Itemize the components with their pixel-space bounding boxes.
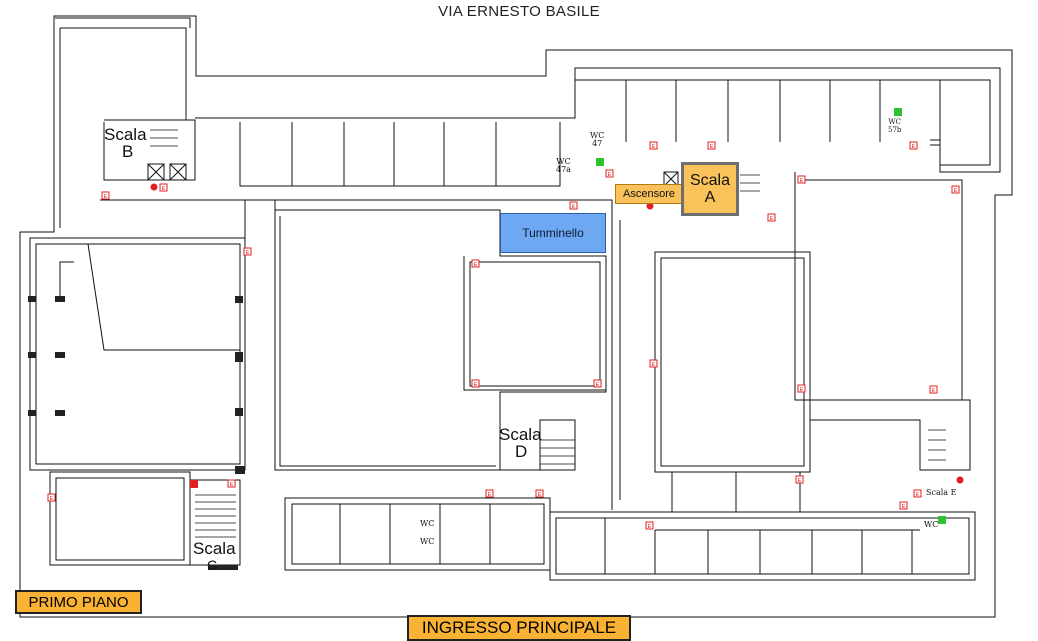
stair-b-letter: B	[122, 142, 134, 161]
wc-east-label: WC	[924, 520, 939, 529]
stair-d-word: Scala	[499, 425, 542, 444]
wc-57b-number: 57b	[888, 126, 902, 134]
first-aid-markers	[596, 108, 946, 524]
exit-marker-letter: E	[800, 178, 804, 184]
exit-marker-letter: E	[912, 144, 916, 150]
exit-marker-letter: E	[596, 382, 600, 388]
exit-marker-letter: E	[608, 172, 612, 178]
stair-hatching	[150, 129, 946, 538]
exit-markers: E E E E E E E E E E E E E E E E E E E E …	[47, 141, 960, 530]
exit-marker-letter: E	[488, 492, 492, 498]
wc-47-label: WC 47	[590, 132, 604, 148]
wc-47a-label: WC 47a	[556, 158, 571, 174]
elevator-ascensore[interactable]: Ascensore	[615, 184, 683, 204]
wc-south-1-label: WC	[420, 519, 435, 528]
stair-a-word: Scala	[689, 172, 731, 189]
stair-b-label: Scala B	[104, 126, 147, 160]
building-outline	[19, 15, 1013, 618]
exit-marker-letter: E	[572, 204, 576, 210]
wall-pillars	[28, 296, 245, 570]
exit-marker-letter: E	[770, 216, 774, 222]
elevator-shafts	[147, 163, 679, 187]
street-label: VIA ERNESTO BASILE	[438, 3, 600, 20]
exit-marker-letter: E	[800, 387, 804, 393]
exit-marker-letter: E	[50, 496, 54, 502]
wc-47a-text: WC	[556, 157, 571, 166]
exit-marker-letter: E	[652, 362, 656, 368]
stair-c-word: Scala	[193, 539, 236, 558]
exit-marker-letter: E	[104, 194, 108, 200]
exit-marker-letter: E	[652, 144, 656, 150]
stair-b-word: Scala	[104, 125, 147, 144]
floor-tag: PRIMO PIANO	[15, 590, 142, 614]
wc-47a-number: 47a	[556, 165, 571, 174]
exit-marker-letter: E	[538, 492, 542, 498]
stair-d-letter: D	[515, 442, 528, 461]
stair-a-letter: A	[704, 189, 716, 206]
wc-47-text: WC	[590, 131, 605, 140]
exit-marker-letter: E	[246, 250, 250, 256]
stair-e-label: Scala E	[926, 488, 957, 497]
exit-marker-letter: E	[798, 478, 802, 484]
exit-marker-letter: E	[230, 482, 234, 488]
stair-d-label: Scala D	[499, 426, 542, 460]
exit-marker-letter: E	[474, 382, 478, 388]
wc-47-number: 47	[592, 139, 603, 148]
exit-marker-letter: E	[710, 144, 714, 150]
exit-marker-letter: E	[474, 262, 478, 268]
stair-c-letter: C	[207, 557, 218, 573]
room-tumminello[interactable]: Tumminello	[500, 213, 606, 253]
wc-57b-text: WC	[888, 118, 901, 126]
main-entrance-tag[interactable]: INGRESSO PRINCIPALE	[407, 615, 631, 641]
exit-marker-letter: E	[932, 388, 936, 394]
exit-marker-letter: E	[162, 186, 166, 192]
stair-a-highlight[interactable]: Scala A	[681, 162, 739, 216]
exit-marker-letter: E	[954, 188, 958, 194]
exit-marker-letter: E	[902, 504, 906, 510]
wc-south-2-label: WC	[420, 537, 435, 546]
fire-markers	[150, 183, 964, 488]
stair-c-label: Scala C	[193, 540, 236, 574]
exit-marker-letter: E	[916, 492, 920, 498]
exit-marker-letter: E	[648, 524, 652, 530]
wc-57b-label: WC 57b	[888, 118, 901, 134]
